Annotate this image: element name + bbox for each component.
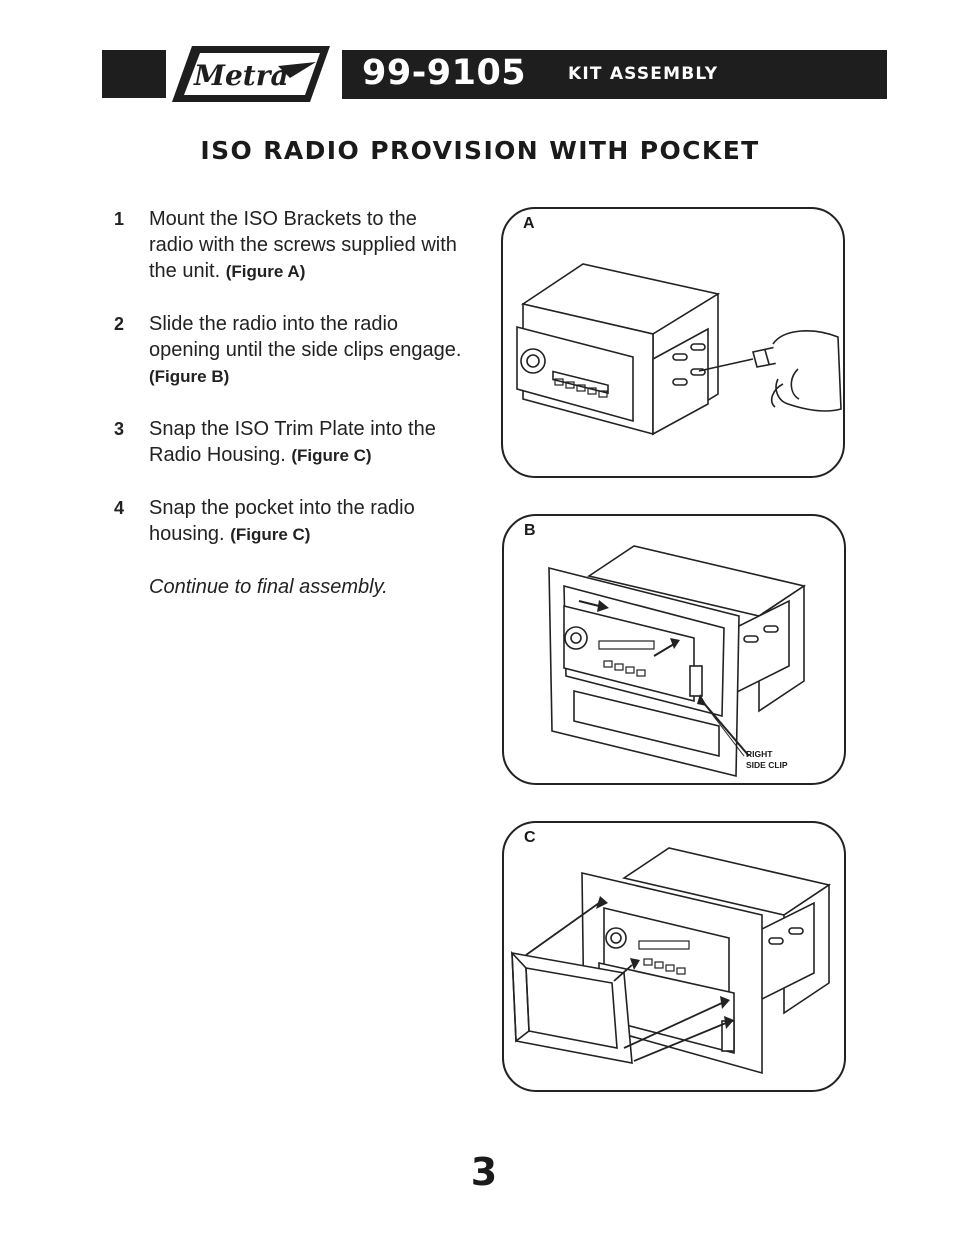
figure-letter: A — [523, 215, 535, 232]
page-title: ISO RADIO PROVISION WITH POCKET — [200, 136, 760, 165]
step-2: 2 Slide the radio into the radio opening… — [114, 311, 464, 390]
step-text: Mount the ISO Brackets to the radio with… — [149, 208, 457, 282]
instruction-steps: 1 Mount the ISO Brackets to the radio wi… — [114, 206, 464, 600]
step-text: Snap the ISO Trim Plate into the Radio H… — [149, 418, 436, 466]
header-subtitle: KIT ASSEMBLY — [568, 64, 719, 84]
step-3: 3 Snap the ISO Trim Plate into the Radio… — [114, 416, 464, 469]
header-black-block — [102, 50, 166, 98]
step-number: 4 — [114, 498, 125, 518]
step-number: 2 — [114, 314, 125, 334]
figure-letter: C — [524, 829, 536, 846]
label-line-2: SIDE CLIP — [746, 760, 788, 770]
step-text: Slide the radio into the radio opening u… — [149, 313, 462, 361]
continue-note: Continue to final assembly. — [149, 576, 388, 598]
logo-text: Metra — [193, 59, 289, 92]
step-text: Snap the pocket into the radio housing. — [149, 497, 415, 545]
metra-logo: Metra — [172, 46, 330, 102]
step-figure-ref: (Figure B) — [149, 367, 230, 386]
figure-a-panel: A — [501, 207, 845, 478]
figure-c-panel: C — [502, 821, 846, 1092]
step-figure-ref: (Figure C) — [230, 525, 311, 544]
header-bar: 99-9105 KIT ASSEMBLY — [342, 50, 887, 99]
step-number: 1 — [114, 209, 125, 229]
step-figure-ref: (Figure A) — [225, 262, 306, 281]
step-figure-ref: (Figure C) — [291, 446, 372, 465]
figure-letter: B — [524, 522, 536, 539]
step-4: 4 Snap the pocket into the radio housing… — [114, 495, 464, 548]
step-number: 3 — [114, 419, 125, 439]
label-line-1: RIGHT — [746, 749, 773, 759]
figure-b-panel: B — [502, 514, 846, 785]
figure-c-illustration — [511, 847, 831, 1075]
part-number: 99-9105 — [362, 53, 527, 93]
figure-a-illustration — [516, 263, 842, 436]
page-number: 3 — [470, 1150, 498, 1194]
right-side-clip-label: RIGHT SIDE CLIP — [746, 749, 788, 771]
figure-b-illustration — [548, 545, 806, 778]
step-1: 1 Mount the ISO Brackets to the radio wi… — [114, 206, 464, 285]
